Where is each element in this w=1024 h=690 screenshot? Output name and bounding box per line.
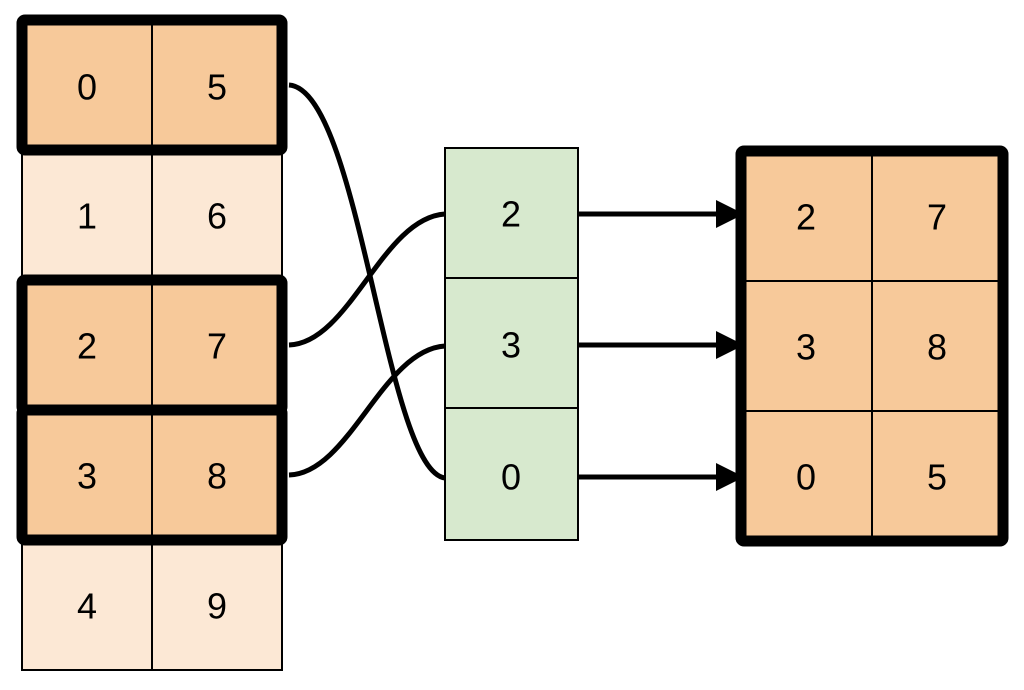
source-cell-4-0[interactable] [21,539,153,671]
index-cell-label: 0 [501,457,521,498]
index-cell-2[interactable] [444,407,579,541]
index-array: 2 3 0 [444,147,579,541]
source-cell-label: 2 [77,326,97,367]
source-cell-3-1[interactable] [151,409,283,541]
connector-source3-to-index1 [288,343,446,478]
result-cell-1-1[interactable] [871,280,1004,412]
source-cell-label: 7 [207,326,227,367]
connector-curves [288,82,446,481]
result-cell-label: 8 [927,327,947,368]
arrow-head-index2-to-result2 [716,463,744,491]
source-cell-2-1[interactable] [151,279,283,411]
source-cell-label: 5 [207,67,227,108]
index-cell-label: 2 [501,194,521,235]
connector-source0-to-index2 [288,82,446,481]
source-cell-1-1[interactable] [151,149,283,281]
arrow-head-index0-to-result0 [716,200,744,228]
result-cell-label: 0 [796,457,816,498]
source-cell-label: 8 [207,456,227,497]
result-arrows [578,200,744,491]
source-row-1[interactable]: 1 6 [21,149,283,281]
index-cell-1[interactable] [444,277,579,409]
index-cell-0[interactable] [444,147,579,279]
source-cell-4-1[interactable] [151,539,283,671]
result-array: 2 7 3 8 0 5 [735,145,1009,547]
result-row-0[interactable]: 2 7 [740,150,1004,282]
source-row-4[interactable]: 4 9 [21,539,283,671]
connector-source2-to-index0 [288,211,446,348]
result-cell-label: 7 [927,197,947,238]
result-row-1[interactable]: 3 8 [740,280,1004,412]
source-row-3-selection-outline [16,404,288,546]
source-cell-label: 9 [207,586,227,627]
source-cell-label: 0 [77,67,97,108]
source-cell-0-0[interactable] [21,19,153,151]
source-row-3[interactable]: 3 8 [21,409,283,541]
source-cell-label: 6 [207,196,227,237]
result-table-outline [735,145,1009,547]
result-cell-label: 2 [796,197,816,238]
source-cell-label: 4 [77,586,97,627]
index-cell-label: 3 [501,325,521,366]
result-cell-1-0[interactable] [740,280,873,412]
source-cell-0-1[interactable] [151,19,283,151]
result-cell-2-0[interactable] [740,410,873,542]
source-row-0-selection-outline [16,14,288,156]
arrow-head-index1-to-result1 [716,331,744,359]
result-row-2[interactable]: 0 5 [740,410,1004,542]
source-row-0[interactable]: 0 5 [21,19,283,151]
result-cell-label: 3 [796,327,816,368]
result-cell-label: 5 [927,457,947,498]
source-cell-label: 1 [77,196,97,237]
source-cell-label: 3 [77,456,97,497]
source-array: 0 5 1 6 2 7 3 8 [16,14,288,671]
source-row-2[interactable]: 2 7 [21,279,283,411]
